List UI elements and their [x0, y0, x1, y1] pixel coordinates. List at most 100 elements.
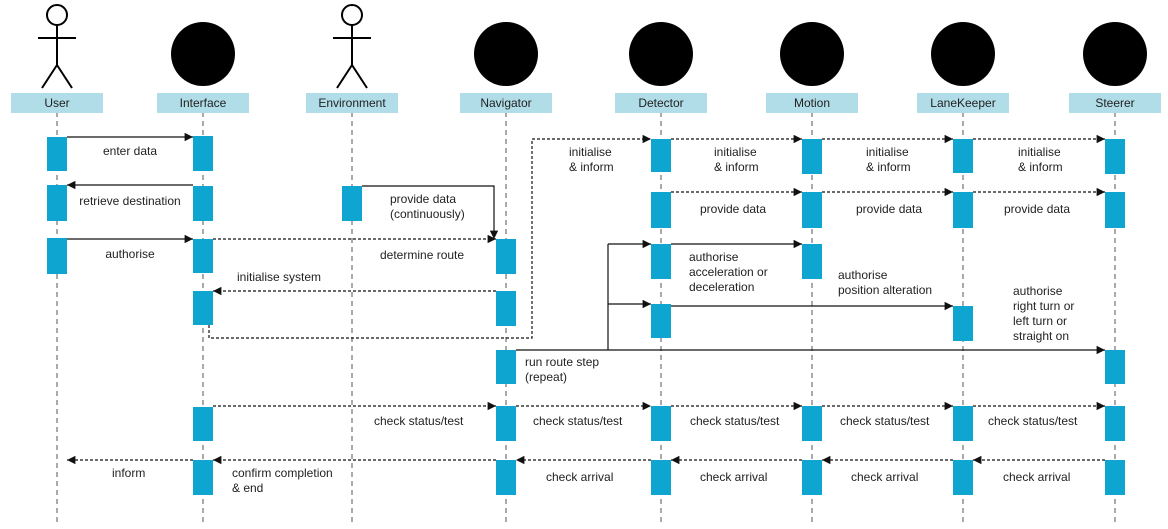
activation-bar-interface: [193, 407, 213, 441]
message-label: check status/test: [840, 414, 930, 428]
message-label: position alteration: [838, 283, 932, 297]
activation-bar-interface: [193, 239, 213, 273]
activation-bar-interface: [193, 136, 213, 171]
message-label: provide data: [856, 202, 922, 216]
actor-head: [46, 4, 68, 26]
message-label: run route step: [525, 355, 599, 369]
participant-label-user: User: [44, 96, 69, 110]
participant-label-detector: Detector: [638, 96, 683, 110]
message-label: retrieve destination: [79, 194, 180, 208]
participant-box-environment: [306, 93, 398, 113]
message-label: authorise: [689, 250, 739, 264]
message-label: check status/test: [988, 414, 1078, 428]
message-label: provide data: [390, 192, 456, 206]
activation-bar-motion: [802, 192, 822, 228]
activation-bar-detector: [651, 192, 671, 228]
activation-bar-detector: [651, 460, 671, 495]
message-label: check status/test: [533, 414, 623, 428]
activation-bar-navigator: [496, 406, 516, 441]
message-label: authorise: [105, 247, 155, 261]
message-label: check status/test: [690, 414, 780, 428]
message-label: & inform: [569, 160, 614, 174]
activation-bar-detector: [651, 406, 671, 441]
activation-bar-steerer: [1105, 139, 1125, 174]
activation-bar-interface: [193, 460, 213, 495]
participant-label-navigator: Navigator: [480, 96, 531, 110]
message-label: initialise: [1018, 145, 1061, 159]
filled-circle-icon: [780, 22, 844, 86]
activation-bar-detector: [651, 244, 671, 279]
activation-bar-motion: [802, 406, 822, 441]
filled-circle-icon: [931, 22, 995, 86]
message-label: right turn or: [1013, 299, 1074, 313]
activation-bar-navigator: [496, 350, 516, 384]
activation-bar-lanekeeper: [953, 192, 973, 228]
activation-bar-interface: [193, 186, 213, 221]
participant-label-lanekeeper: LaneKeeper: [930, 96, 995, 110]
participant-label-interface: Interface: [180, 96, 227, 110]
message-label: & inform: [714, 160, 759, 174]
participant-box-navigator: [460, 93, 552, 113]
message-label: & end: [232, 481, 263, 495]
message-label: provide data: [1004, 202, 1070, 216]
participant-box-interface: [157, 93, 249, 113]
message-label: check arrival: [851, 470, 918, 484]
message-label: authorise: [838, 268, 888, 282]
activation-bar-detector: [651, 139, 671, 172]
message-label: authorise: [1013, 284, 1063, 298]
message-label: initialise: [714, 145, 757, 159]
activation-bar-steerer: [1105, 192, 1125, 228]
stick-figure-icon: [333, 4, 371, 89]
message-label: initialise system: [237, 270, 321, 284]
participant-box-detector: [615, 93, 707, 113]
activation-bar-motion: [802, 244, 822, 279]
filled-circle-icon: [171, 22, 235, 86]
message-label: inform: [112, 466, 145, 480]
message-label: & inform: [1018, 160, 1063, 174]
activation-bar-detector: [651, 304, 671, 338]
activation-bar-steerer: [1105, 406, 1125, 441]
message-label: (continuously): [390, 207, 465, 221]
activation-bar-motion: [802, 460, 822, 495]
message-label: (repeat): [525, 370, 567, 384]
activation-bar-motion: [802, 139, 822, 174]
message-label: left turn or: [1013, 314, 1067, 328]
message-label: acceleration or: [689, 265, 768, 279]
filled-circle-icon: [474, 22, 538, 86]
activation-bar-lanekeeper: [953, 406, 973, 441]
participant-box-lanekeeper: [917, 93, 1009, 113]
activation-bar-environment: [342, 186, 362, 221]
participant-box-user: [11, 93, 103, 113]
message-label: determine route: [380, 248, 464, 262]
message-label: confirm completion: [232, 466, 333, 480]
filled-circle-icon: [629, 22, 693, 86]
activation-bar-user: [47, 238, 67, 274]
activation-bar-user: [47, 137, 67, 171]
activation-bar-interface: [193, 291, 213, 325]
message-label: provide data: [700, 202, 766, 216]
message-label: & inform: [866, 160, 911, 174]
activation-bar-navigator: [496, 239, 516, 274]
message-label: enter data: [103, 144, 157, 158]
actor-head: [341, 4, 363, 26]
activation-bar-steerer: [1105, 460, 1125, 495]
message-arrow: [362, 185, 499, 239]
message-label: initialise: [569, 145, 612, 159]
message-label: initialise: [866, 145, 909, 159]
activation-bar-user: [47, 185, 67, 221]
participant-label-steerer: Steerer: [1095, 96, 1134, 110]
actor-leg-left: [336, 64, 353, 89]
filled-circle-icon: [1083, 22, 1147, 86]
activation-bar-lanekeeper: [953, 306, 973, 341]
message-label: straight on: [1013, 329, 1069, 343]
message-label: check arrival: [700, 470, 767, 484]
message-label: check arrival: [1003, 470, 1070, 484]
message-label: check status/test: [374, 414, 464, 428]
message-arrow: [208, 134, 651, 339]
participant-box-steerer: [1069, 93, 1161, 113]
activation-bar-navigator: [496, 460, 516, 495]
activation-bar-navigator: [496, 291, 516, 326]
message-label: deceleration: [689, 280, 754, 294]
actor-leg-right: [351, 64, 368, 89]
